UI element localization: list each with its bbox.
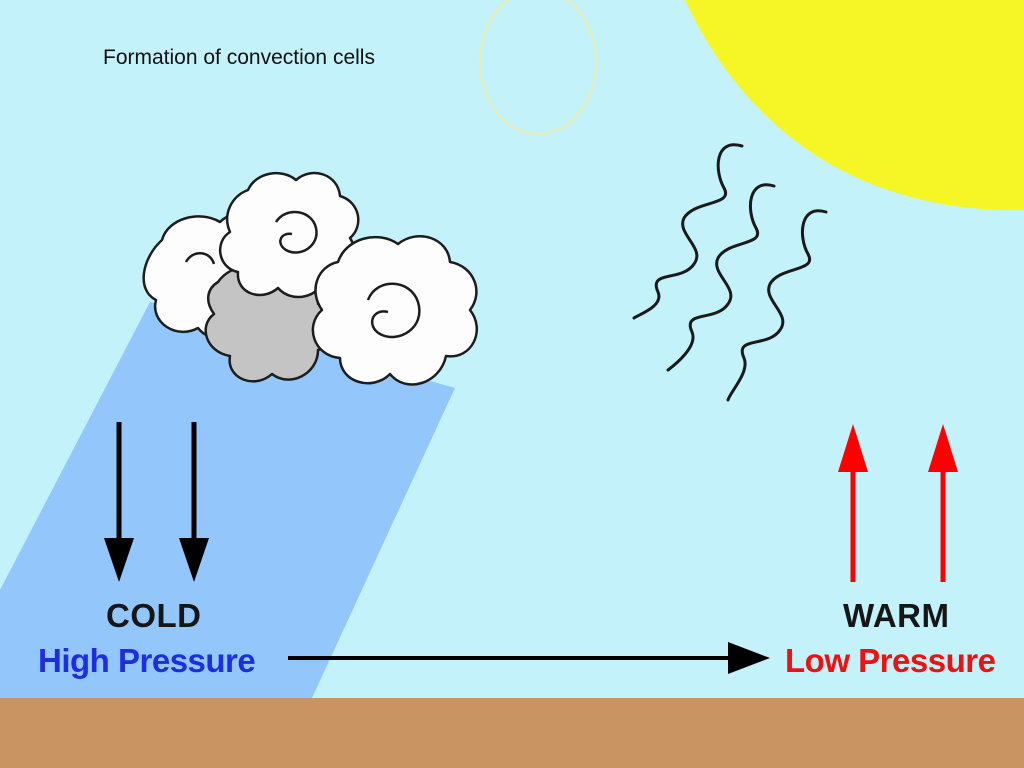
cold-label: COLD xyxy=(106,597,202,634)
heat-wave-icon xyxy=(632,143,828,402)
high-pressure-label: High Pressure xyxy=(38,642,256,679)
sun-icon xyxy=(685,0,1024,211)
arrow-down-icon xyxy=(104,422,134,582)
diagram-title: Formation of convection cells xyxy=(103,46,375,69)
moon-outline-icon xyxy=(479,0,597,135)
arrow-up-icon xyxy=(838,424,868,582)
low-pressure-label: Low Pressure xyxy=(785,642,996,679)
arrow-right-icon xyxy=(288,642,770,674)
arrow-up-icon xyxy=(928,424,958,582)
warm-label: WARM xyxy=(843,597,950,634)
cold-air-zone xyxy=(0,302,455,698)
ground xyxy=(0,698,1024,768)
arrow-down-icon xyxy=(179,422,209,582)
cloud-icon xyxy=(142,171,479,386)
